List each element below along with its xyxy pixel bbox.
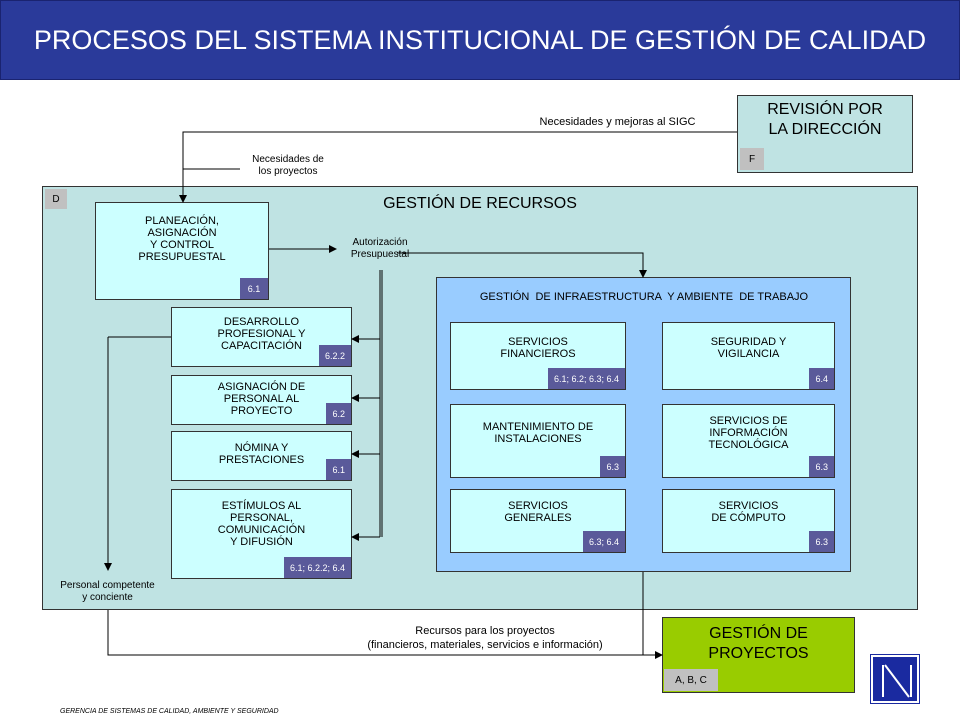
left-box-4-code: 6.1; 6.2.2; 6.4 bbox=[283, 557, 351, 578]
project-resources-line-1: Recursos para los proyectos bbox=[415, 625, 555, 637]
infra-box-2-code: 6.4 bbox=[809, 368, 834, 389]
infra-box-4-line-3: TECNOLÓGICA bbox=[708, 439, 789, 451]
infra-box-1-code: 6.1; 6.2; 6.3; 6.4 bbox=[547, 368, 625, 389]
left-box-4-line-2: PERSONAL, bbox=[230, 512, 293, 524]
infra-box-3-code: 6.3 bbox=[600, 456, 625, 477]
infra-box-4-code: 6.3 bbox=[809, 456, 834, 477]
left-box-3-line-2: PRESTACIONES bbox=[218, 454, 305, 466]
left-box-2-line-2: PERSONAL AL bbox=[223, 393, 300, 405]
left-box-2-line-3: PROYECTO bbox=[230, 405, 293, 417]
projects-line-1: GESTIÓN DE bbox=[709, 625, 808, 642]
financial-services-box[interactable]: SERVICIOS FINANCIEROS 6.1; 6.2; 6.3; 6.4 bbox=[450, 322, 626, 390]
resources-tag: D bbox=[45, 189, 67, 209]
left-box-4-line-4: Y DIFUSIÓN bbox=[230, 536, 293, 548]
payroll-box[interactable]: NÓMINA Y PRESTACIONES 6.1 bbox=[171, 431, 352, 481]
infra-box-2-line-2: VIGILANCIA bbox=[717, 348, 780, 360]
infra-box-5-line-1: SERVICIOS bbox=[508, 500, 568, 512]
authorization-to-infrastructure-arrow bbox=[397, 252, 647, 278]
maintenance-box[interactable]: MANTENIMIENTO DE INSTALACIONES 6.3 bbox=[450, 404, 626, 478]
management-review-box[interactable]: REVISIÓN POR LA DIRECCIÓN bbox=[737, 95, 913, 173]
infra-box-4-line-2: INFORMACIÓN bbox=[709, 427, 788, 439]
planning-code: 6.1 bbox=[240, 278, 268, 299]
infra-box-4-line-1: SERVICIOS DE bbox=[709, 415, 788, 427]
project-needs-label: Necesidades de los proyectos bbox=[228, 154, 348, 178]
budget-planning-box[interactable]: PLANEACIÓN, ASIGNACIÓN Y CONTROL PRESUPU… bbox=[95, 202, 269, 300]
project-resources-line-2: (financieros, materiales, servicios e in… bbox=[367, 639, 603, 651]
competent-staff-line-1: Personal competente bbox=[60, 580, 155, 591]
computing-services-box[interactable]: SERVICIOS DE CÓMPUTO 6.3 bbox=[662, 489, 835, 553]
left-box-4-line-1: ESTÍMULOS AL bbox=[221, 500, 302, 512]
infra-box-5-code: 6.3; 6.4 bbox=[582, 531, 625, 552]
budget-auth-line-1: Autorización bbox=[352, 237, 408, 248]
planning-line-3: Y CONTROL bbox=[150, 239, 214, 251]
left-box-4-line-3: COMUNICACIÓN bbox=[217, 524, 306, 536]
infra-box-6-line-2: DE CÓMPUTO bbox=[711, 512, 786, 524]
page-title: PROCESOS DEL SISTEMA INSTITUCIONAL DE GE… bbox=[0, 0, 960, 80]
infra-box-6-code: 6.3 bbox=[809, 531, 834, 552]
footer-text: GERENCIA DE SISTEMAS DE CALIDAD, AMBIENT… bbox=[60, 708, 279, 715]
competent-staff-line-2: y conciente bbox=[82, 592, 133, 603]
infra-box-1-line-2: FINANCIEROS bbox=[500, 348, 576, 360]
staff-assignment-box[interactable]: ASIGNACIÓN DE PERSONAL AL PROYECTO 6.2 bbox=[171, 375, 352, 425]
infra-box-2-line-1: SEGURIDAD Y bbox=[710, 336, 787, 348]
management-review-label: REVISIÓN POR LA DIRECCIÓN bbox=[767, 101, 883, 138]
left-box-2-line-1: ASIGNACIÓN DE bbox=[217, 381, 306, 393]
professional-development-box[interactable]: DESARROLLO PROFESIONAL Y CAPACITACIÓN 6.… bbox=[171, 307, 352, 367]
budget-authorization-label: Autorización Presupuestal bbox=[330, 237, 430, 261]
budget-auth-line-2: Presupuestal bbox=[350, 249, 410, 260]
next-slide-icon[interactable] bbox=[870, 654, 920, 704]
nav-symbol bbox=[882, 664, 912, 698]
left-box-2-code: 6.2 bbox=[326, 403, 351, 424]
left-box-1-code: 6.2.2 bbox=[318, 345, 351, 366]
infra-box-6-line-1: SERVICIOS bbox=[718, 500, 779, 512]
needs-improvements-label: Necesidades y mejoras al SIGC bbox=[539, 116, 696, 128]
infra-box-5-line-2: GENERALES bbox=[504, 512, 572, 524]
projects-line-2: PROYECTOS bbox=[708, 645, 809, 662]
infra-box-3-line-2: INSTALACIONES bbox=[494, 433, 582, 445]
planning-line-1: PLANEACIÓN, bbox=[145, 215, 219, 227]
left-box-1-line-2: PROFESIONAL Y bbox=[217, 328, 306, 340]
planning-line-2: ASIGNACIÓN bbox=[147, 227, 217, 239]
competent-staff-label: Personal competente y conciente bbox=[40, 580, 175, 604]
left-box-3-line-1: NÓMINA Y bbox=[234, 442, 289, 454]
project-needs-line-1: Necesidades de bbox=[252, 154, 324, 165]
infra-box-1-line-1: SERVICIOS bbox=[508, 336, 568, 348]
resources-title: GESTIÓN DE RECURSOS bbox=[383, 195, 577, 212]
review-to-planning-arrow bbox=[179, 131, 737, 203]
planning-line-4: PRESUPUESTAL bbox=[138, 251, 226, 263]
left-box-3-code: 6.1 bbox=[326, 459, 351, 480]
security-box[interactable]: SEGURIDAD Y VIGILANCIA 6.4 bbox=[662, 322, 835, 390]
general-services-box[interactable]: SERVICIOS GENERALES 6.3; 6.4 bbox=[450, 489, 626, 553]
management-review-tag: F bbox=[740, 148, 764, 170]
it-services-box[interactable]: SERVICIOS DE INFORMACIÓN TECNOLÓGICA 6.3 bbox=[662, 404, 835, 478]
left-box-1-line-1: DESARROLLO bbox=[223, 316, 300, 328]
left-box-1-line-3: CAPACITACIÓN bbox=[221, 340, 302, 352]
project-needs-line-2: los proyectos bbox=[258, 166, 318, 177]
project-resources-label: Recursos para los proyectos (financieros… bbox=[330, 624, 640, 652]
staff-to-projects-arrow bbox=[107, 610, 663, 659]
infrastructure-title: GESTIÓN DE INFRAESTRUCTURA Y AMBIENTE DE… bbox=[479, 291, 809, 303]
staff-incentives-box[interactable]: ESTÍMULOS AL PERSONAL, COMUNICACIÓN Y DI… bbox=[171, 489, 352, 579]
projects-tag: A, B, C bbox=[664, 669, 718, 691]
infra-box-3-line-1: MANTENIMIENTO DE bbox=[482, 421, 594, 433]
